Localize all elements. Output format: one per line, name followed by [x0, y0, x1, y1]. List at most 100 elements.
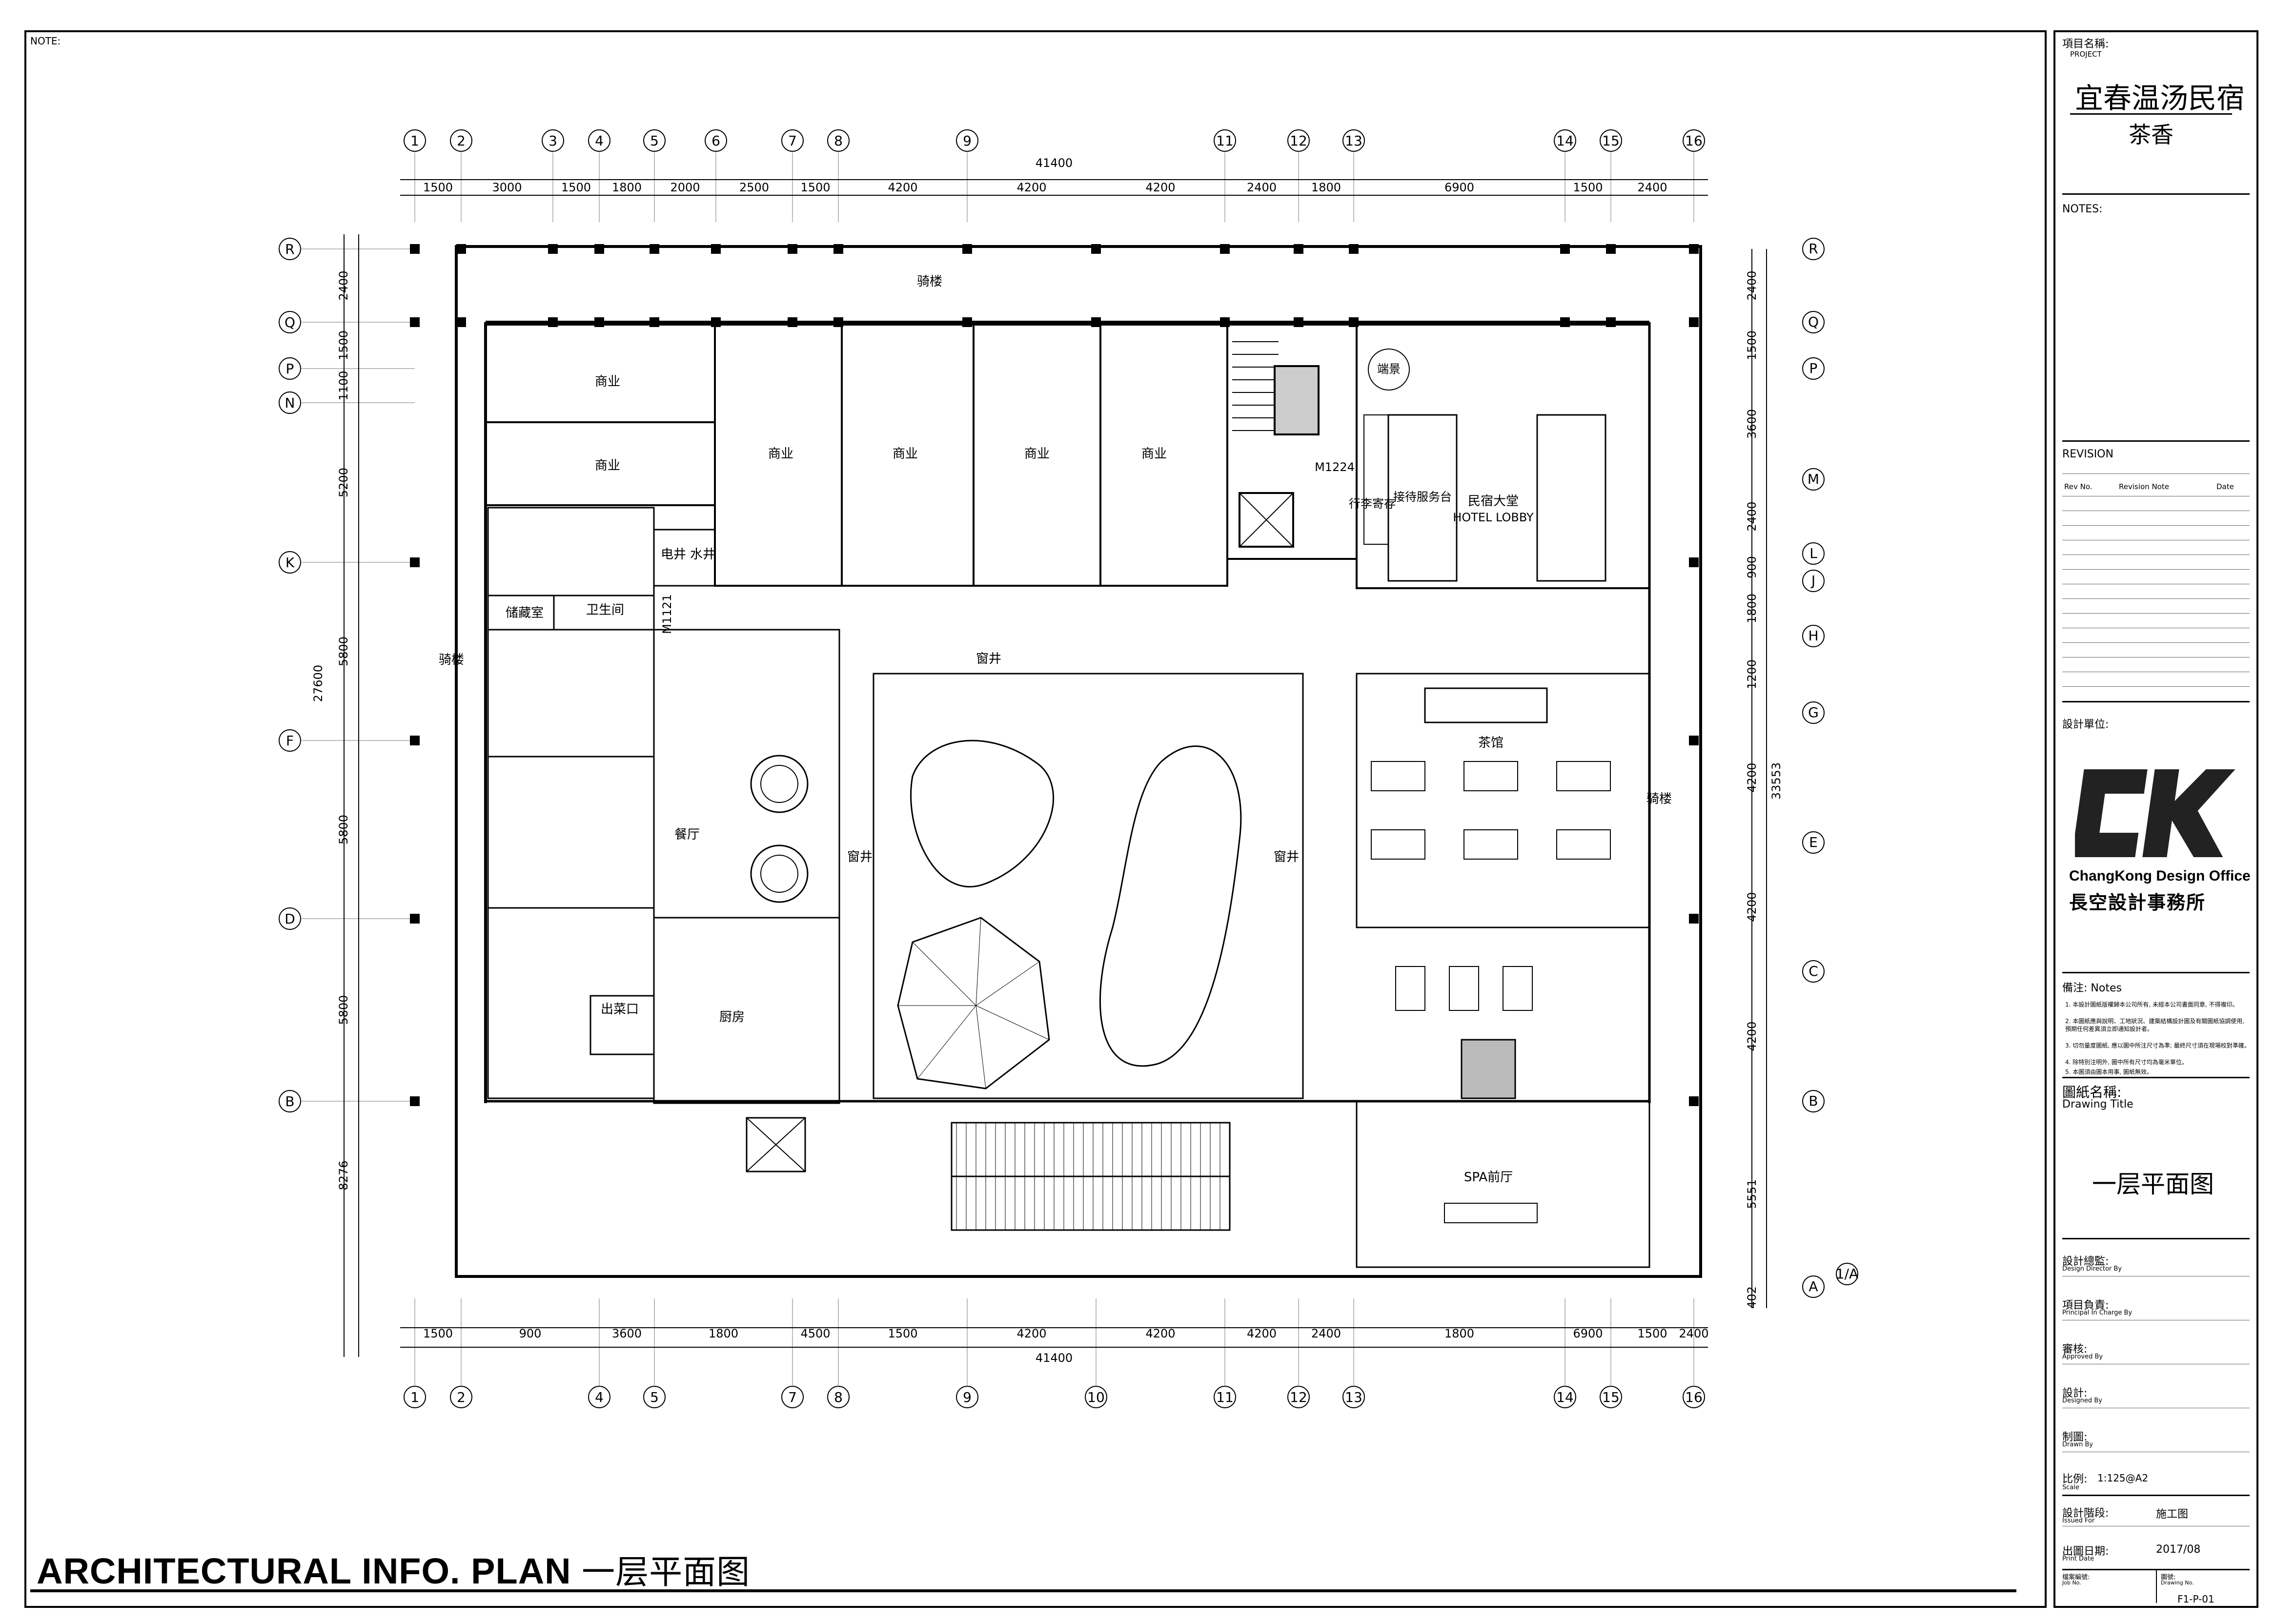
axis-bubble-right-P [1802, 357, 1825, 380]
axis-label-right-H: H [1808, 628, 1818, 644]
column-12-510 [1294, 244, 1303, 254]
sheet-title: ARCHITECTURAL INFO. PLAN 一层平面图 [37, 1545, 750, 1593]
pavilion-rib-1 [975, 917, 981, 1006]
remark-3: 3. 切勿量度圖紙, 應以圖中所注尺寸為準; 最終尺寸須在現場校對準確。 [2065, 1042, 2250, 1049]
dim-left-1: 1500 [337, 330, 350, 360]
dining-hall [487, 756, 655, 909]
label-well-left: 窗井 [847, 850, 873, 864]
pavilion-rib-5 [917, 1005, 976, 1079]
pond-2 [1099, 745, 1242, 1067]
date-label: 出圖日期: [2062, 1545, 2109, 1558]
reception-desk [1387, 414, 1458, 582]
axis-label-top-11: 11 [1216, 133, 1234, 149]
project-label-en: PROJECT [2070, 50, 2102, 59]
axis-bubble-top-2 [450, 129, 472, 152]
dim-right-1: 1500 [1745, 330, 1759, 360]
label-serving: 出菜口 [601, 1002, 639, 1017]
date-label-en: Print Date [2062, 1555, 2094, 1562]
column-right-1152 [1689, 557, 1699, 567]
axis-label-right-B: B [1808, 1093, 1818, 1109]
axis-label-bottom-13: 13 [1345, 1389, 1362, 1405]
column-2-660 [456, 317, 466, 327]
shop-1-room [485, 324, 716, 423]
dim-top-6: 1500 [800, 181, 830, 194]
sheet-title-en: ARCHITECTURAL INFO. PLAN [37, 1551, 571, 1591]
axis-bubble-top-4 [588, 129, 610, 152]
dim-right-4: 900 [1745, 556, 1759, 578]
tea-table-1-0 [1371, 829, 1425, 860]
tea-table-1-1 [1463, 829, 1518, 860]
axis-bubble-top-7 [781, 129, 804, 152]
courtyard [873, 673, 1304, 1099]
tea-table-1-2 [1556, 829, 1611, 860]
dim-bottom-9: 2400 [1311, 1327, 1341, 1340]
label-kitchen: 厨房 [719, 1010, 745, 1025]
round-table-inner-1 [760, 855, 798, 893]
rev-col-date: Date [2216, 482, 2234, 491]
dim-bottom-0: 1500 [423, 1327, 453, 1340]
axis-label-top-2: 2 [457, 133, 466, 149]
scale-label-en: Scale [2062, 1484, 2079, 1491]
axis-bubble-top-14 [1554, 129, 1576, 152]
dim-right-7: 4200 [1745, 762, 1759, 792]
garden-pavilion [897, 917, 1050, 1090]
tea-small-table-1-2 [1503, 966, 1533, 1011]
axis-label-left-P: P [286, 361, 294, 377]
project-label: 項目名稱: [2062, 38, 2109, 50]
column-1-660 [410, 317, 420, 327]
axis-label-bottom-5: 5 [650, 1389, 659, 1405]
issued-value: 施工图 [2156, 1508, 2189, 1521]
axis-label-bottom-9: 9 [963, 1389, 972, 1405]
axis-bubble-top-6 [705, 129, 727, 152]
column-5-510 [650, 244, 659, 254]
ck-logo-mark [2075, 769, 2235, 857]
axis-label-right-R: R [1808, 241, 1818, 257]
axis-bubble-right-H [1802, 625, 1825, 647]
pavilion-rib-4 [975, 1005, 986, 1089]
tea-counter [1424, 687, 1548, 723]
field-approved-en: Approved By [2062, 1353, 2103, 1360]
column-10-510 [1091, 244, 1101, 254]
spa-counter [1444, 1203, 1538, 1223]
title-underline [30, 1589, 2016, 1592]
dim-top-14: 2400 [1637, 181, 1667, 194]
axis-bubble-right-B [1802, 1090, 1825, 1112]
round-table-inner-0 [760, 765, 798, 803]
field-approved-cn: 審核: [2062, 1343, 2088, 1356]
column-left-2256 [410, 1096, 420, 1106]
axis-label-bottom-4: 4 [595, 1389, 604, 1405]
label-luggage: 行李寄存 [1349, 497, 1396, 511]
lobby-room [1356, 324, 1650, 589]
dim-bottom-6: 4200 [1016, 1327, 1046, 1340]
tea-house-room [1356, 673, 1650, 928]
axis-label-top-16: 16 [1685, 133, 1703, 149]
dim-bottom-11: 6900 [1573, 1327, 1603, 1340]
dim-left-0: 2400 [337, 270, 350, 300]
date-value: 2017/08 [2156, 1543, 2201, 1556]
scale-value: 1:125@A2 [2097, 1472, 2149, 1484]
tea-small-table-0-1 [1449, 966, 1479, 1011]
sheet-title-cn: 一层平面图 [582, 1553, 751, 1592]
scale-label: 比例: [2062, 1473, 2088, 1485]
dim-left-total: 27600 [311, 665, 325, 702]
label-shop-3: 商业 [768, 447, 793, 461]
designer-label: 設計單位: [2062, 719, 2109, 731]
dim-bottom-12: 1500 [1637, 1327, 1667, 1340]
stair-core [1226, 324, 1358, 560]
label-arcade-right: 骑楼 [1646, 792, 1672, 806]
label-shop-2: 商业 [595, 458, 620, 473]
dim-right-8: 4200 [1745, 892, 1759, 922]
field-principal-cn: 項目負責: [2062, 1299, 2109, 1312]
axis-label-right-A: A [1808, 1278, 1818, 1295]
column-9-510 [962, 244, 972, 254]
column-3-510 [548, 244, 558, 254]
label-arcade-top: 骑楼 [917, 274, 942, 289]
elevator-1-x2 [1239, 493, 1294, 547]
field-director-cn: 設計總監: [2062, 1255, 2109, 1268]
axis-label-left-D: D [284, 911, 295, 927]
axis-bubble-right-A [1802, 1275, 1825, 1298]
dining-room [653, 629, 840, 919]
column-left-1517 [410, 736, 420, 745]
serving-window [589, 995, 655, 1055]
elevator-2 [746, 1117, 806, 1172]
